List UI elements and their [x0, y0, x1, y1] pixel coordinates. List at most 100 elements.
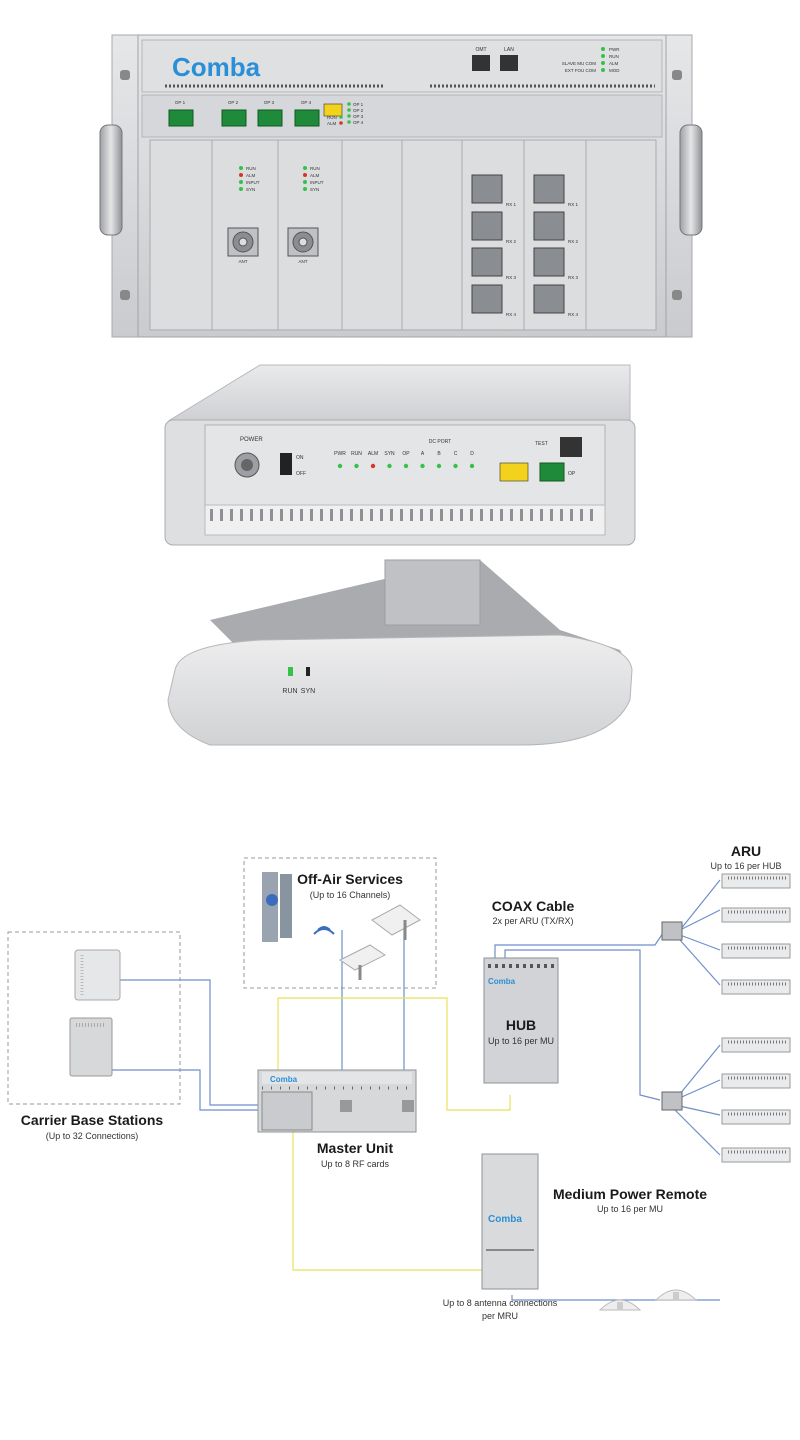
svg-text:TEST: TEST: [535, 441, 548, 447]
svg-text:SLAVE MU COM: SLAVE MU COM: [562, 61, 596, 66]
master-unit-icon: Comba: [257, 1069, 417, 1133]
svg-text:POWER: POWER: [240, 437, 263, 443]
power-switch: [280, 453, 292, 475]
svg-text:RX 3: RX 3: [506, 275, 517, 280]
hub-led: [370, 463, 376, 469]
aru-syn-led: [306, 667, 310, 676]
lan-port: [500, 55, 518, 71]
coax-subtitle: 2x per ARU (TX/RX): [492, 916, 573, 926]
system-diagram: Comba Comba Comba Off-Air Services (Up t…: [7, 843, 791, 1321]
aru-unit: [721, 943, 791, 959]
aru-unit: [721, 1073, 791, 1089]
hub-led-label: A: [421, 451, 425, 457]
aru-unit: [721, 1147, 791, 1163]
svg-text:RX 1: RX 1: [568, 202, 579, 207]
aru-run-led: [288, 667, 293, 676]
svg-text:RUN: RUN: [609, 54, 619, 59]
carrier-subtitle: (Up to 32 Connections): [46, 1131, 139, 1141]
coax-lines: [100, 879, 721, 1301]
aru-unit: [721, 1037, 791, 1053]
svg-text:ANT: ANT: [239, 259, 248, 264]
svg-text:RUN: RUN: [310, 166, 320, 171]
handle-right: [679, 124, 703, 236]
svg-text:ALM: ALM: [310, 173, 320, 178]
carrier-base-station-icons: [69, 949, 121, 1077]
hub-led: [469, 463, 475, 469]
test-port: [560, 437, 582, 457]
svg-text:ALM: ALM: [609, 61, 619, 66]
splitter-lower: [661, 1091, 683, 1111]
svg-text:OP 4: OP 4: [353, 120, 364, 125]
hub-led: [403, 463, 409, 469]
antenna-line2: per MRU: [482, 1311, 518, 1321]
svg-text:RUN: RUN: [246, 166, 256, 171]
aru-unit: [721, 907, 791, 923]
svg-text:RX 2: RX 2: [568, 239, 579, 244]
hub-led: [354, 463, 359, 469]
hub-icon: Comba: [483, 957, 559, 1084]
master-unit-brand: Comba: [270, 1075, 298, 1084]
aru-title: ARU: [731, 843, 761, 859]
fiber-lines: [277, 997, 511, 1271]
svg-text:OP 4: OP 4: [301, 100, 312, 105]
hub-led-label: B: [437, 451, 441, 457]
coax-title: COAX Cable: [492, 898, 575, 914]
svg-text:RX 1: RX 1: [506, 202, 517, 207]
hub-led: [453, 463, 458, 469]
svg-text:RX 4: RX 4: [506, 312, 517, 317]
antenna-line1: Up to 8 antenna connections: [443, 1298, 558, 1308]
aru-subtitle: Up to 16 per HUB: [710, 861, 781, 871]
hub-led: [387, 463, 392, 469]
svg-text:RX 2: RX 2: [506, 239, 517, 244]
aru-device-image: RUN SYN: [167, 559, 633, 746]
omt-port: [472, 55, 490, 71]
hub-led-label: ALM: [368, 451, 378, 457]
carrier-title: Carrier Base Stations: [21, 1112, 164, 1128]
svg-text:ON: ON: [296, 455, 304, 461]
svg-text:OP 3: OP 3: [264, 100, 275, 105]
svg-text:INPUT: INPUT: [246, 180, 260, 185]
ceiling-antenna-icons: [598, 1289, 698, 1311]
svg-text:MOD: MOD: [609, 68, 620, 73]
svg-text:ALM: ALM: [246, 173, 256, 178]
hub-led-label: RUN: [351, 451, 362, 457]
medium-power-remote-icon: Comba: [481, 1153, 539, 1290]
svg-text:OP 3: OP 3: [353, 114, 364, 119]
svg-text:OMT: OMT: [475, 47, 486, 53]
mpr-subtitle: Up to 16 per MU: [597, 1204, 663, 1214]
svg-text:RX 3: RX 3: [568, 275, 579, 280]
svg-text:PWR: PWR: [609, 47, 620, 52]
off-air-title: Off-Air Services: [297, 871, 403, 887]
svg-text:OP: OP: [568, 471, 576, 477]
svg-text:SYN: SYN: [310, 187, 319, 192]
hub-led-label: SYN: [384, 451, 395, 457]
svg-text:ANT: ANT: [299, 259, 308, 264]
aru-unit: [721, 873, 791, 889]
carrier-group-box: [7, 931, 181, 1105]
aru-unit-list: [721, 873, 791, 1163]
master-unit-chassis-image: Comba OMT LAN PWR RUN ALM MOD SLAVE MU C…: [99, 34, 703, 338]
svg-text:INPUT: INPUT: [310, 180, 324, 185]
chassis-brand: Comba: [172, 52, 261, 82]
svg-text:ALM: ALM: [327, 121, 337, 126]
mpr-title: Medium Power Remote: [553, 1186, 707, 1202]
hub-title: HUB: [506, 1017, 536, 1033]
svg-text:OP 2: OP 2: [228, 100, 239, 105]
hub-led-label: PWR: [334, 451, 346, 457]
mpr-brand: Comba: [488, 1214, 522, 1225]
master-title: Master Unit: [317, 1140, 394, 1156]
master-subtitle: Up to 8 RF cards: [321, 1159, 390, 1169]
svg-text:LAN: LAN: [504, 47, 514, 53]
handle-left: [99, 124, 123, 236]
svg-text:SYN: SYN: [301, 688, 315, 695]
hub-brand: Comba: [488, 977, 516, 986]
hub-led-label: C: [454, 451, 458, 457]
hub-led-label: D: [470, 451, 474, 457]
hub-subtitle: Up to 16 per MU: [488, 1036, 554, 1046]
svg-text:OP 1: OP 1: [175, 100, 186, 105]
svg-text:RUN: RUN: [327, 115, 337, 120]
hub-led: [436, 463, 442, 469]
aru-unit: [721, 979, 791, 995]
